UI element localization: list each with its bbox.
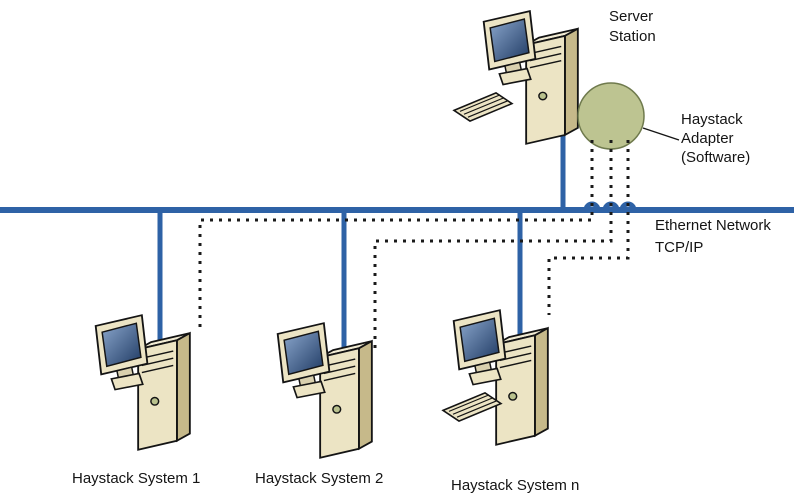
server-station-label-line-1: Server xyxy=(609,8,654,25)
system-n-label: Haystack System n xyxy=(451,477,580,494)
ethernet-network-label: Ethernet Network TCP/IP xyxy=(655,215,771,259)
system-1-computer-icon xyxy=(94,314,191,451)
haystack-adapter-label-line-3: (Software) xyxy=(681,149,751,166)
ethernet-network-label-line-1: Ethernet Network xyxy=(655,217,771,234)
system-n-computer-icon xyxy=(452,309,549,446)
haystack-adapter-circle xyxy=(577,82,645,150)
system-n-keyboard-icon xyxy=(442,392,502,422)
system-2-label: Haystack System 2 xyxy=(255,470,384,487)
system-2-computer-icon xyxy=(276,322,373,459)
adapter-to-system-n-dotted-line xyxy=(547,140,630,315)
server-keyboard-icon xyxy=(453,92,513,122)
server-computer-icon xyxy=(482,10,579,145)
adapter-leader-line xyxy=(642,127,680,141)
haystack-adapter-label-line-1: Haystack xyxy=(681,111,743,128)
ethernet-network-label-line-2: TCP/IP xyxy=(655,239,704,256)
haystack-adapter-label: Haystack Adapter (Software) xyxy=(681,110,750,167)
server-station-label: Server Station xyxy=(609,7,656,47)
haystack-adapter-label-line-2: Adapter xyxy=(681,130,734,147)
server-station-label-line-2: Station xyxy=(609,28,656,45)
adapter-to-system-2-dotted-line xyxy=(373,140,613,348)
system-1-label: Haystack System 1 xyxy=(72,470,201,487)
adapter-to-system-1-dotted-line xyxy=(198,140,594,332)
